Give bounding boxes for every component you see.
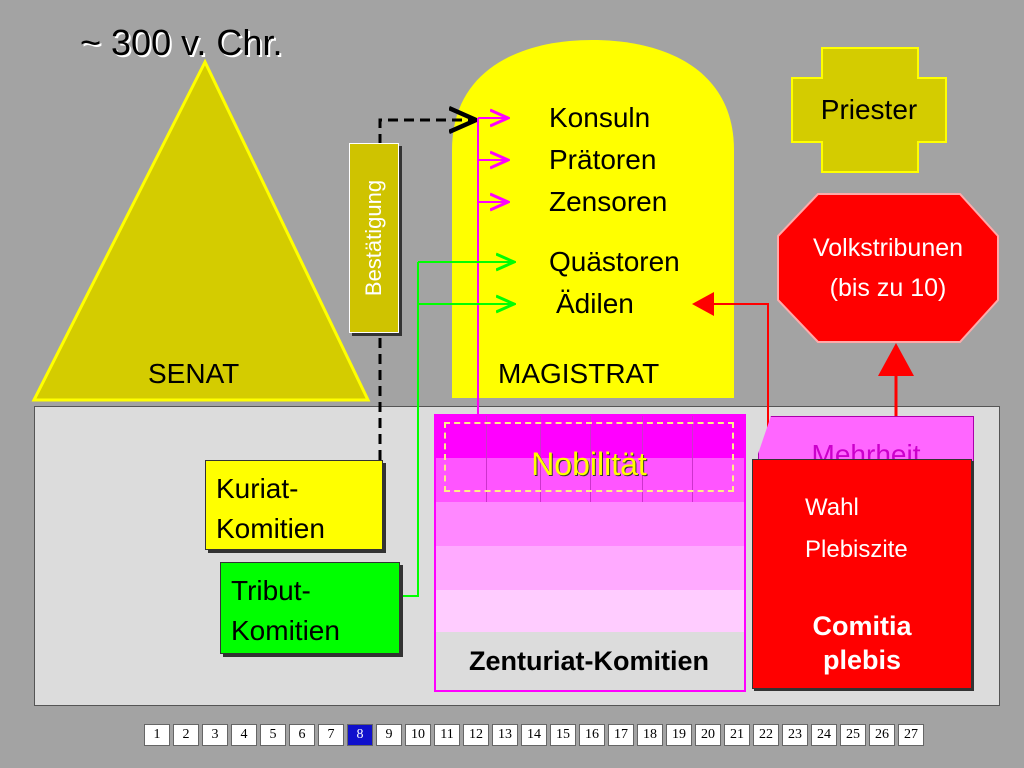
- class-row: [436, 632, 744, 690]
- wahl-label: Wahl: [805, 494, 859, 521]
- page-link-15[interactable]: 15: [550, 724, 576, 746]
- kuriat-komitien-box: Kuriat- Komitien: [205, 460, 383, 550]
- volkstribunen-label: Volkstribunen: [812, 234, 964, 262]
- tribut-line2: Komitien: [231, 615, 340, 646]
- tribut-komitien-box: Tribut- Komitien: [220, 562, 400, 654]
- page-link-23[interactable]: 23: [782, 724, 808, 746]
- volkstribunen-octagon: [777, 193, 999, 343]
- page-link-27[interactable]: 27: [898, 724, 924, 746]
- page-link-9[interactable]: 9: [376, 724, 402, 746]
- nobilitaet-label: Nobilität: [444, 422, 734, 492]
- confirmation-connector-top: [378, 120, 476, 144]
- page-link-26[interactable]: 26: [869, 724, 895, 746]
- page-link-25[interactable]: 25: [840, 724, 866, 746]
- zenturiat-label: Zenturiat-Komitien: [469, 646, 709, 676]
- page-link-1[interactable]: 1: [144, 724, 170, 746]
- kuriat-line1: Kuriat-: [216, 473, 299, 504]
- plebis-label: plebis: [822, 645, 902, 675]
- slide-title: ~ 300 v. Chr.: [80, 22, 283, 63]
- office-konsuln: Konsuln: [549, 102, 651, 133]
- page-link-24[interactable]: 24: [811, 724, 837, 746]
- page-link-6[interactable]: 6: [289, 724, 315, 746]
- page-link-7[interactable]: 7: [318, 724, 344, 746]
- senat-triangle: [31, 58, 371, 402]
- page-link-16[interactable]: 16: [579, 724, 605, 746]
- priester-shape: [791, 47, 947, 173]
- zenturiat-box: [434, 414, 746, 692]
- page-link-3[interactable]: 3: [202, 724, 228, 746]
- page-link-13[interactable]: 13: [492, 724, 518, 746]
- magistrat-label: MAGISTRAT: [498, 358, 660, 389]
- page-link-17[interactable]: 17: [608, 724, 634, 746]
- confirmation-label: Bestätigung: [361, 179, 386, 297]
- page-link-4[interactable]: 4: [231, 724, 257, 746]
- page-link-14[interactable]: 14: [521, 724, 547, 746]
- plebis-to-aedilen-line: [692, 292, 769, 459]
- senat-label: SENAT: [148, 358, 240, 389]
- office-aedilen: Ädilen: [556, 288, 634, 319]
- page-link-21[interactable]: 21: [724, 724, 750, 746]
- comitia-plebis-box: Wahl Plebiszite Comitia plebis: [752, 459, 972, 689]
- office-zensoren: Zensoren: [549, 186, 668, 217]
- page-link-11[interactable]: 11: [434, 724, 460, 746]
- page-link-10[interactable]: 10: [405, 724, 431, 746]
- plebiszite-label: Plebiszite: [805, 536, 908, 563]
- office-praetoren: Prätoren: [549, 144, 657, 175]
- page-link-18[interactable]: 18: [637, 724, 663, 746]
- page-link-5[interactable]: 5: [260, 724, 286, 746]
- priester-label: Priester: [820, 94, 918, 125]
- kuriat-line2: Komitien: [216, 513, 325, 544]
- page-link-22[interactable]: 22: [753, 724, 779, 746]
- page-link-12[interactable]: 12: [463, 724, 489, 746]
- comitia-label: Comitia: [812, 611, 912, 641]
- office-quaestoren: Quästoren: [549, 246, 680, 277]
- volkstribunen-text: Volkstribunen (bis zu 10): [778, 228, 998, 308]
- volkstribunen-count: (bis zu 10): [829, 274, 947, 302]
- page-link-8[interactable]: 8: [347, 724, 373, 746]
- tribut-line: [400, 262, 419, 597]
- class-row: [436, 502, 744, 546]
- class-row: [436, 546, 744, 590]
- class-row: [436, 590, 744, 632]
- page-link-2[interactable]: 2: [173, 724, 199, 746]
- tribut-line1: Tribut-: [231, 575, 311, 606]
- magistrat-arch: [452, 40, 734, 398]
- confirmation-box: Bestätigung: [349, 143, 399, 333]
- page-link-20[interactable]: 20: [695, 724, 721, 746]
- page-link-19[interactable]: 19: [666, 724, 692, 746]
